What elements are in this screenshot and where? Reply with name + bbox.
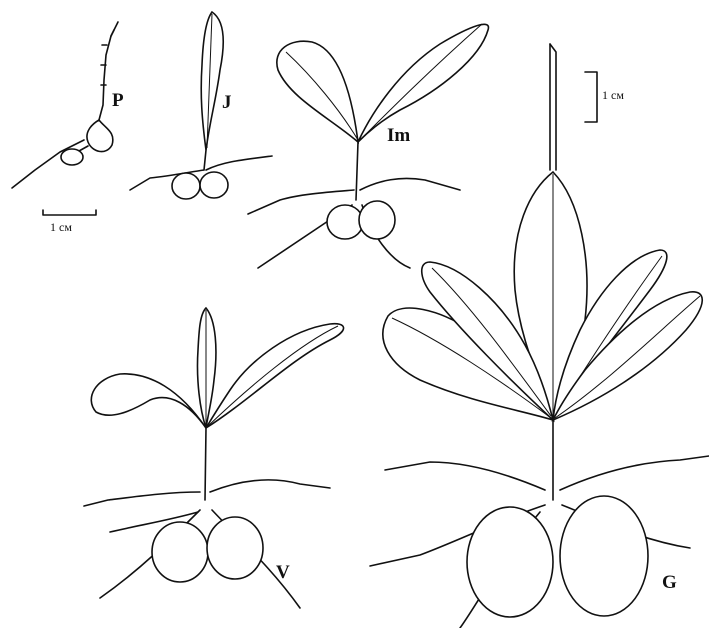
scale-label-right: 1 см [602,88,624,103]
label-j: J [222,92,232,114]
plant-g [370,44,709,628]
scale-bar-right [585,72,597,122]
plant-p [12,22,118,188]
scale-label-left: 1 см [50,220,72,235]
plant-j [130,12,272,199]
label-g: G [662,572,677,594]
plant-im [248,24,488,268]
scale-bar-left [43,210,96,215]
label-v: V [276,562,290,584]
label-im: Im [387,125,410,147]
label-p: P [112,90,124,112]
plant-v [84,308,344,608]
